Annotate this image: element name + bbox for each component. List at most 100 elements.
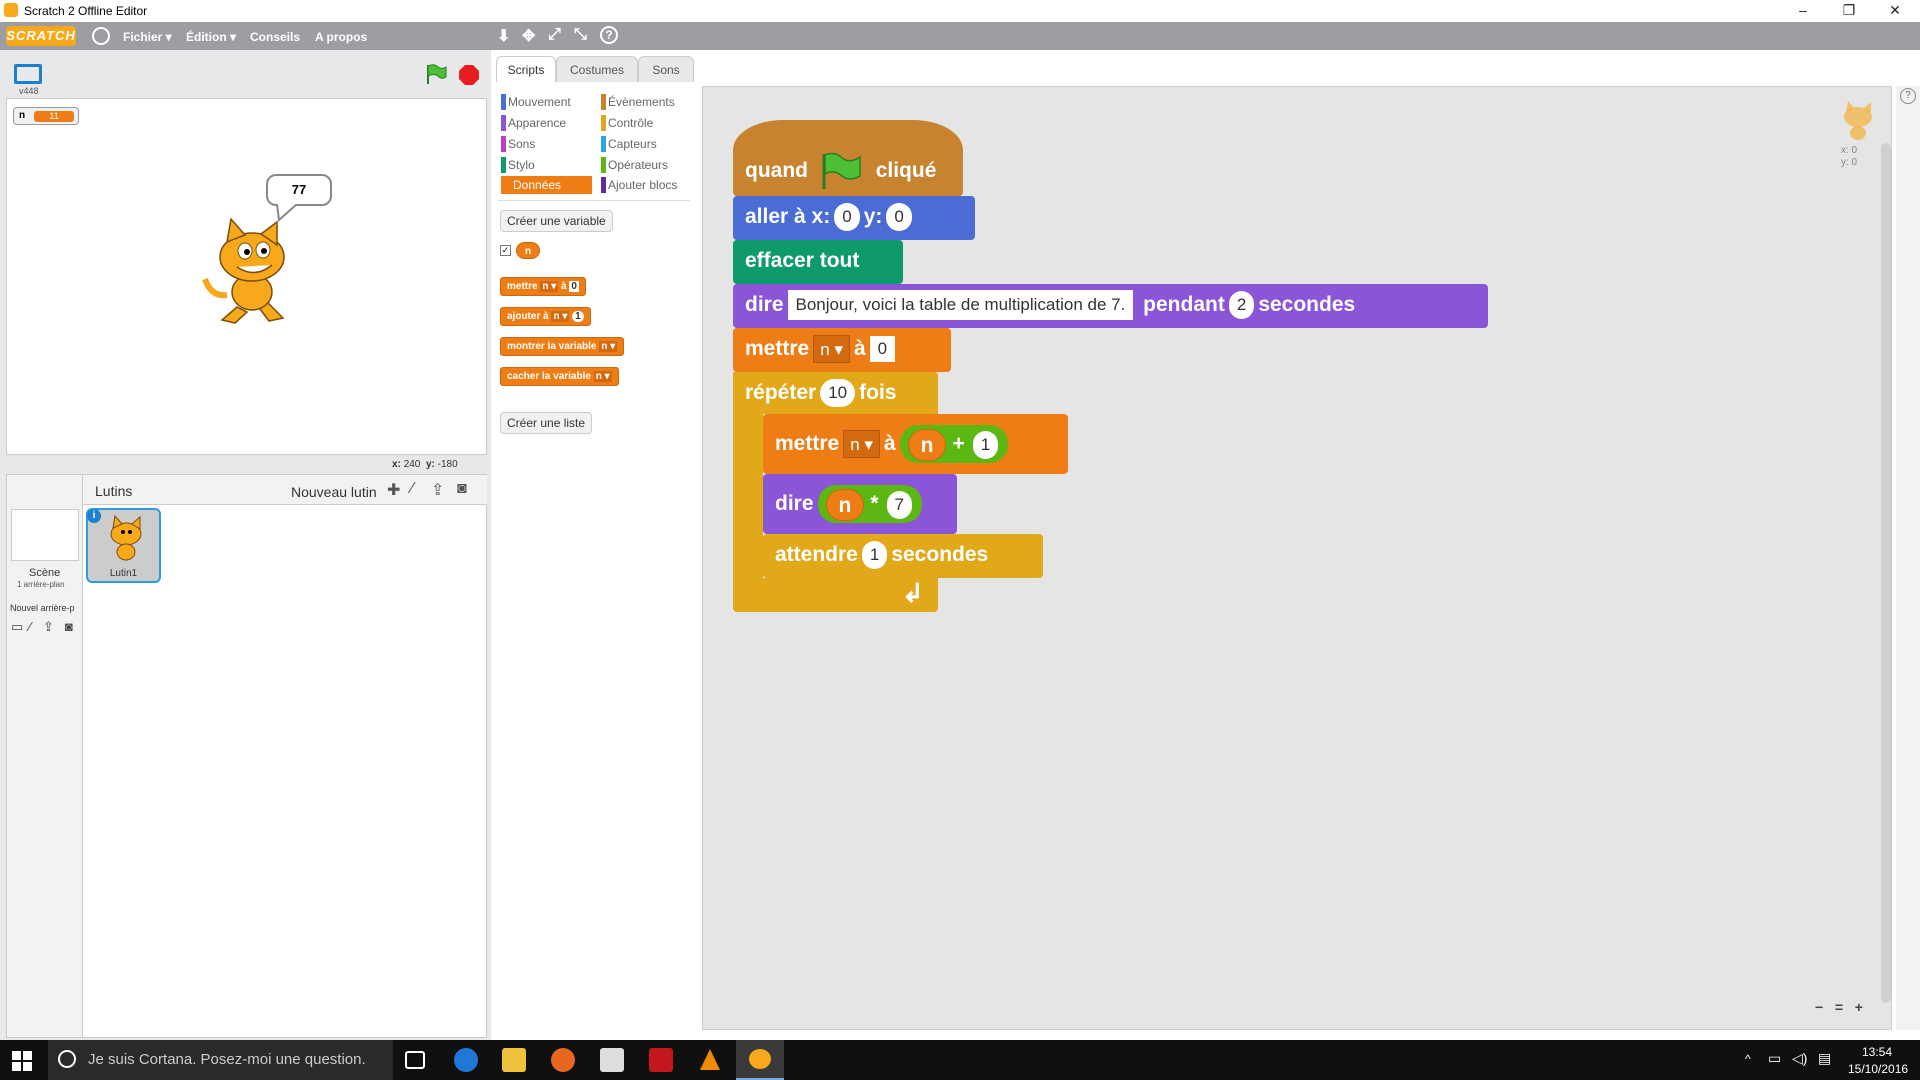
category-more-blocks[interactable]: Ajouter blocs: [601, 176, 677, 194]
close-button[interactable]: ✕: [1889, 2, 1901, 18]
edge-browser-icon[interactable]: [454, 1048, 478, 1072]
window-title: Scratch 2 Offline Editor: [24, 4, 148, 18]
wait-secs-input[interactable]: 1: [861, 541, 888, 570]
tab-scripts[interactable]: Scripts: [496, 56, 556, 82]
backdrop-brush-icon[interactable]: ∕: [29, 619, 32, 634]
backdrop-upload-icon[interactable]: ⇪: [43, 619, 54, 634]
say-secs-input[interactable]: 2: [1228, 291, 1255, 320]
fullscreen-icon[interactable]: [14, 64, 42, 84]
add-operator[interactable]: n+1: [899, 425, 1009, 464]
category-looks[interactable]: Apparence: [501, 114, 566, 132]
firefox-icon[interactable]: [551, 1048, 575, 1072]
green-flag-icon[interactable]: [424, 63, 448, 85]
variable-reporter-n[interactable]: n: [516, 242, 540, 259]
minimize-button[interactable]: –: [1799, 2, 1807, 18]
current-sprite-icon: [1844, 101, 1872, 140]
shrink-tool-icon[interactable]: ⤡: [574, 26, 587, 43]
menu-tips[interactable]: Conseils: [250, 30, 301, 44]
tab-sounds[interactable]: Sons: [638, 56, 694, 82]
clock-date[interactable]: 15/10/2016: [1848, 1062, 1909, 1076]
create-list-button[interactable]: Créer une liste: [500, 412, 593, 434]
duplicate-tool-icon[interactable]: ⬇: [497, 28, 511, 45]
when-flag-clicked-block[interactable]: quand cliqué: [733, 120, 963, 196]
clear-block[interactable]: effacer tout: [733, 240, 903, 284]
menu-edit[interactable]: Édition ▾: [186, 30, 237, 44]
help-icon[interactable]: ?: [1900, 88, 1916, 104]
sprite-library-icon[interactable]: ✚: [387, 482, 401, 499]
stage-canvas[interactable]: n 11 77: [6, 98, 487, 455]
sprite-paint-icon[interactable]: ∕: [411, 480, 414, 497]
restore-button[interactable]: ❐: [1842, 2, 1856, 18]
file-explorer-icon[interactable]: [502, 1048, 526, 1072]
set-value-input[interactable]: 0: [869, 336, 896, 363]
tray-chevron-icon[interactable]: ^: [1745, 1052, 1751, 1066]
say-text-input[interactable]: Bonjour, voici la table de multiplicatio…: [787, 290, 1134, 321]
zoom-reset-button[interactable]: =: [1834, 999, 1844, 1015]
multiply-right-input[interactable]: 7: [886, 490, 912, 519]
category-sound[interactable]: Sons: [501, 135, 535, 153]
stop-sign-icon[interactable]: [458, 64, 480, 86]
language-globe-icon[interactable]: [92, 27, 110, 45]
grow-tool-icon[interactable]: ⤢: [548, 26, 561, 43]
category-events[interactable]: Évènements: [601, 93, 675, 111]
goto-y-input[interactable]: 0: [886, 203, 912, 232]
palette-block-change[interactable]: ajouter à n ▾ 1: [500, 307, 591, 326]
menu-about[interactable]: A propos: [315, 30, 368, 44]
scene-column: [7, 475, 83, 1037]
category-operators[interactable]: Opérateurs: [601, 156, 668, 174]
cat-sprite[interactable]: [197, 217, 307, 327]
backdrop-camera-icon[interactable]: ◙: [65, 619, 73, 634]
palette-block-hide-variable[interactable]: cacher la variable n ▾: [500, 367, 619, 386]
goto-x-input[interactable]: 0: [834, 203, 860, 232]
scripts-scrollbar[interactable]: [1881, 143, 1891, 1003]
network-icon[interactable]: ▭: [1768, 1050, 1782, 1066]
variable-show-checkbox[interactable]: ✓: [500, 245, 511, 256]
add-right-input[interactable]: 1: [972, 430, 999, 459]
palette-block-show-variable[interactable]: montrer la variable n ▾: [500, 337, 625, 356]
sprite-thumbnail[interactable]: i Lutin1: [86, 508, 161, 583]
store-icon[interactable]: [600, 1048, 624, 1072]
variable-reporter-n[interactable]: n: [907, 428, 947, 461]
new-sprite-label: Nouveau lutin: [291, 484, 377, 500]
sprite-info-icon[interactable]: i: [87, 509, 101, 523]
clock-time[interactable]: 13:54: [1862, 1045, 1893, 1059]
inner-set-variable-dropdown[interactable]: n ▾: [843, 430, 880, 459]
category-motion[interactable]: Mouvement: [501, 93, 571, 111]
zoom-in-button[interactable]: +: [1854, 999, 1863, 1015]
acrobat-icon[interactable]: [649, 1048, 673, 1072]
delete-tool-icon[interactable]: ✥: [522, 28, 536, 45]
menu-file[interactable]: Fichier ▾: [123, 30, 172, 44]
variable-reporter-n[interactable]: n: [825, 488, 865, 521]
category-pen[interactable]: Stylo: [501, 156, 535, 174]
backdrop-paint-icon[interactable]: ▭: [11, 619, 24, 634]
task-view-icon[interactable]: [405, 1051, 425, 1069]
help-tool-icon[interactable]: ?: [600, 26, 618, 44]
zoom-out-button[interactable]: −: [1815, 999, 1824, 1015]
tab-costumes[interactable]: Costumes: [556, 56, 638, 82]
volume-icon[interactable]: ◁): [1792, 1050, 1808, 1066]
set-variable-dropdown[interactable]: n ▾: [813, 335, 850, 364]
scratch-taskbar-button[interactable]: [736, 1040, 784, 1080]
vlc-icon[interactable]: [698, 1048, 722, 1072]
category-control[interactable]: Contrôle: [601, 114, 653, 132]
sprite-panel: Scène 1 arrière-plan Nouvel arrière-p ▭ …: [6, 474, 487, 1038]
multiply-operator[interactable]: n*7: [817, 485, 922, 524]
cortana-search-box[interactable]: Je suis Cortana. Posez-moi une question.: [48, 1040, 393, 1080]
palette-block-set[interactable]: mettre n ▾ à 0: [500, 277, 586, 296]
sprite-upload-icon[interactable]: ⇪: [431, 482, 445, 499]
repeat-count-input[interactable]: 10: [820, 379, 856, 408]
category-sensing[interactable]: Capteurs: [601, 135, 657, 153]
category-data[interactable]: Données: [501, 176, 592, 194]
scratch-logo[interactable]: SCRATCH: [6, 26, 76, 46]
windows-start-icon[interactable]: [12, 1051, 32, 1071]
action-center-icon[interactable]: ▤: [1818, 1050, 1832, 1066]
sprite-camera-icon[interactable]: ◙: [457, 480, 467, 497]
scene-thumbnail[interactable]: [11, 509, 79, 561]
create-variable-button[interactable]: Créer une variable: [500, 210, 613, 232]
